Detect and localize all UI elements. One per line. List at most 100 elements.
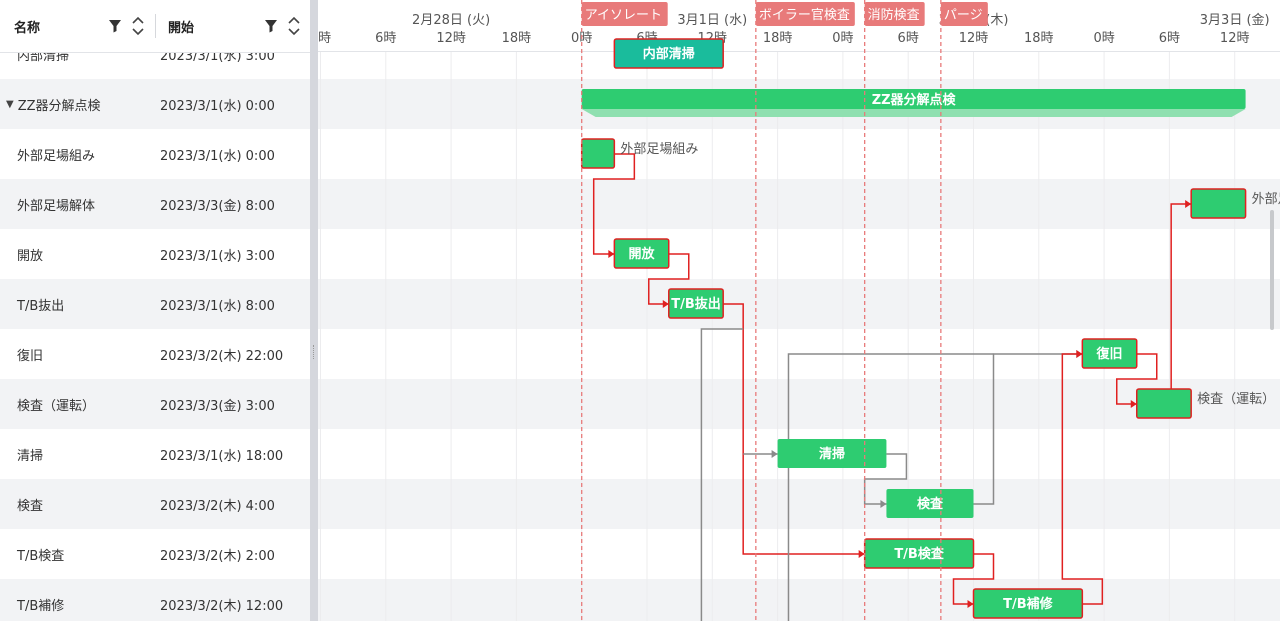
task-start-cell: 2023/3/3(金) 8:00 xyxy=(160,198,275,214)
task-name-cell: T/B検査 xyxy=(17,529,64,579)
hour-label: 6時 xyxy=(898,31,919,46)
hour-label: 6時 xyxy=(375,31,396,46)
dependency-arrow xyxy=(858,550,865,558)
task-bar[interactable] xyxy=(1136,388,1192,419)
summary-bar-bracket xyxy=(581,109,1246,117)
marker-flag[interactable] xyxy=(755,2,855,26)
task-name-cell: 清掃 xyxy=(17,429,43,479)
task-side-label: 外部足場組み xyxy=(620,142,698,157)
chart-row-bg xyxy=(318,179,1280,229)
hour-label: 0時 xyxy=(832,31,853,46)
task-name: 外部足場解体 xyxy=(17,198,96,214)
dependency-arrow xyxy=(1076,350,1083,358)
hour-label: 0時 xyxy=(318,31,331,46)
dependency-arrow xyxy=(771,450,778,458)
collapse-toggle-icon[interactable]: ▼ xyxy=(6,98,14,110)
day-label: 2月28日 (火) xyxy=(412,13,490,28)
summary-bar[interactable] xyxy=(581,89,1246,109)
grid-chart-splitter[interactable] xyxy=(310,0,318,621)
task-bar-label: T/B抜出 xyxy=(671,296,721,312)
marker-flag[interactable] xyxy=(864,2,925,26)
task-bar[interactable] xyxy=(613,238,670,269)
marker-flag[interactable] xyxy=(940,2,988,26)
task-name: 外部足場組み xyxy=(17,148,96,164)
filter-icon[interactable] xyxy=(264,19,278,33)
task-start-cell: 2023/3/1(水) 0:00 xyxy=(160,148,275,164)
table-row[interactable]: T/B補修 2023/3/2(木) 12:00 xyxy=(0,579,310,621)
task-bar[interactable] xyxy=(1190,188,1247,219)
task-bar[interactable] xyxy=(580,138,616,169)
table-row[interactable]: T/B抜出 2023/3/1(水) 8:00 xyxy=(0,279,310,329)
task-start-cell: 2023/3/2(木) 4:00 xyxy=(160,498,275,514)
table-row[interactable]: 清掃 2023/3/1(水) 18:00 xyxy=(0,429,310,479)
task-bar-label: 内部清掃 xyxy=(643,46,695,62)
day-label: 3月1日 (水) xyxy=(677,13,747,28)
table-row[interactable]: T/B検査 2023/3/2(木) 2:00 xyxy=(0,529,310,579)
chart-row-bg xyxy=(318,229,1280,279)
task-name: 開放 xyxy=(17,248,44,264)
task-name-cell: 復旧 xyxy=(17,329,43,379)
task-side-label: 外部足場解体 xyxy=(1252,192,1280,207)
task-bar-label: T/B検査 xyxy=(894,546,945,562)
table-row[interactable]: 検査 2023/3/2(木) 4:00 xyxy=(0,479,310,529)
task-bar[interactable] xyxy=(613,38,724,69)
dependency-link xyxy=(700,328,744,621)
dependency-arrow xyxy=(967,600,974,608)
table-row[interactable]: 外部足場組み 2023/3/1(水) 0:00 xyxy=(0,129,310,179)
hour-label: 0時 xyxy=(1093,31,1114,46)
task-bar[interactable] xyxy=(668,288,724,319)
task-name: T/B補修 xyxy=(17,598,65,614)
dependency-arrow xyxy=(1185,200,1192,208)
filter-icon[interactable] xyxy=(108,19,122,33)
task-name-cell: 外部足場解体 xyxy=(17,179,95,229)
dependency-arrow xyxy=(1130,400,1137,408)
task-start-cell: 2023/3/2(木) 12:00 xyxy=(160,598,284,614)
vertical-scrollbar[interactable] xyxy=(1270,210,1274,330)
dependency-arrow xyxy=(662,300,669,308)
table-row[interactable]: 検査（運転）2023/3/3(金) 3:00 xyxy=(0,379,310,429)
task-bar[interactable] xyxy=(1081,338,1138,369)
dependency-link xyxy=(1061,353,1104,605)
task-bar-label: 清掃 xyxy=(819,446,845,462)
marker-label: パージ xyxy=(944,8,983,23)
chart-row-bg xyxy=(318,129,1280,179)
column-separator[interactable] xyxy=(155,14,156,38)
hour-label: 12時 xyxy=(959,31,989,46)
marker-flag[interactable] xyxy=(581,2,668,26)
task-start-cell: 2023/3/1(水) 8:00 xyxy=(160,298,275,314)
task-start-cell: 2023/3/2(木) 2:00 xyxy=(160,548,275,564)
dependency-link xyxy=(592,153,636,255)
task-name-cell: 検査 xyxy=(17,479,43,529)
task-bar-label: 復旧 xyxy=(1096,346,1123,362)
dependency-arrow xyxy=(608,250,615,258)
task-start-cell: 2023/3/1(水) 18:00 xyxy=(160,448,284,464)
hour-label: 18時 xyxy=(502,31,532,46)
task-bar[interactable] xyxy=(886,489,974,518)
column-header-start[interactable]: 開始 xyxy=(168,20,195,36)
hour-label: 12時 xyxy=(436,31,466,46)
task-name: T/B抜出 xyxy=(17,298,65,314)
task-name: 検査（運転） xyxy=(17,398,96,414)
hour-label: 6時 xyxy=(1159,31,1180,46)
table-row[interactable]: 外部足場解体 2023/3/3(金) 8:00 xyxy=(0,179,310,229)
day-label: 3月3日 (金) xyxy=(1200,12,1270,28)
task-name-cell: T/B補修 xyxy=(17,579,64,621)
sort-icon[interactable] xyxy=(132,15,144,37)
task-bar[interactable] xyxy=(972,588,1084,619)
task-name: 検査 xyxy=(17,498,44,514)
splitter-grip-icon[interactable] xyxy=(313,345,316,359)
gantt-chart-canvas: 2月28日 (火)3月1日 (水)3月2日 (木)3月3日 (金)0時6時12時… xyxy=(318,0,1280,621)
task-name: 復旧 xyxy=(17,348,44,364)
marker-label: ボイラー官検査 xyxy=(759,7,850,23)
name-column-controls xyxy=(108,0,144,52)
dependency-link xyxy=(973,353,1083,505)
column-header-name[interactable]: 名称 xyxy=(14,20,41,36)
task-bar[interactable] xyxy=(777,439,887,468)
gantt-chart: 2月28日 (火)3月1日 (水)3月2日 (木)3月3日 (金)0時6時12時… xyxy=(318,0,1280,621)
sort-icon[interactable] xyxy=(288,15,300,37)
